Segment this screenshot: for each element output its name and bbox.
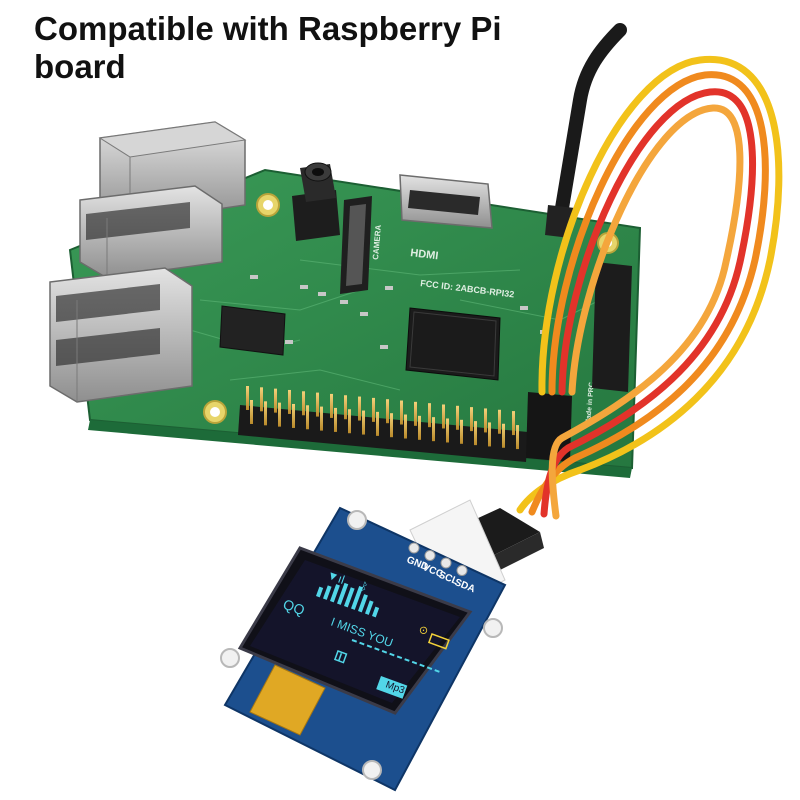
sd-card-slot bbox=[592, 262, 632, 392]
smsc-chip bbox=[219, 305, 286, 356]
gpio-pin bbox=[344, 395, 347, 420]
equalizer-bar bbox=[337, 582, 349, 605]
gpio-pin bbox=[278, 402, 281, 427]
gpio-pin bbox=[362, 410, 365, 435]
mp3-badge-box bbox=[376, 676, 408, 699]
equalizer-bar bbox=[344, 587, 355, 608]
equalizer-bar bbox=[351, 585, 363, 610]
gpio-pin bbox=[274, 388, 277, 413]
gpio-pin bbox=[320, 406, 323, 431]
hdmi-port: HDMI bbox=[399, 174, 493, 262]
oled-pin-pad bbox=[440, 557, 452, 569]
gpio-pin bbox=[316, 392, 319, 417]
battery-icon bbox=[427, 633, 450, 650]
gpio-pin bbox=[306, 405, 309, 430]
soc-chip bbox=[405, 307, 501, 381]
gpio-pin bbox=[302, 391, 305, 416]
gpio-pin bbox=[428, 403, 431, 428]
oled-screen-content: ▼ıl ᛒ QQ I MISS YOU ⊙ Mp3 bbox=[281, 568, 450, 699]
camera-label: CAMERA bbox=[371, 224, 383, 260]
gpio-base bbox=[238, 405, 528, 462]
equalizer-bar bbox=[323, 585, 332, 600]
gpio-pin bbox=[250, 400, 253, 424]
equalizer-bar bbox=[358, 594, 368, 613]
gpio-pin bbox=[358, 396, 361, 421]
gpio-pin bbox=[512, 411, 515, 436]
audio-jack bbox=[292, 162, 340, 241]
usb-port-upper bbox=[79, 185, 223, 279]
gpio-pin bbox=[386, 399, 389, 424]
gpio-pin bbox=[376, 411, 379, 436]
oled-pin-pad bbox=[408, 542, 420, 554]
gpio-pin bbox=[292, 403, 295, 428]
gpio-pin bbox=[400, 400, 403, 425]
oled-pin-pad bbox=[456, 565, 468, 576]
camera-connector: CAMERA bbox=[340, 196, 383, 294]
signal-icon: ▼ıl bbox=[325, 568, 347, 587]
gpio-pin bbox=[488, 422, 491, 447]
gpio-pin bbox=[470, 407, 473, 432]
jumper-wires bbox=[516, 55, 783, 520]
gpio-pin bbox=[334, 407, 337, 432]
gpio-pin bbox=[348, 409, 351, 434]
gpio-pin bbox=[456, 405, 459, 430]
gpio-pin bbox=[432, 417, 435, 442]
gpio-pin bbox=[474, 421, 477, 446]
flex-cable bbox=[249, 664, 326, 736]
gpio-pin bbox=[460, 419, 463, 444]
equalizer-bar bbox=[372, 606, 380, 618]
oled-screen bbox=[250, 560, 460, 703]
wire-orange bbox=[528, 71, 769, 516]
usb-port-lower bbox=[49, 267, 193, 403]
gpio-pin bbox=[264, 401, 267, 426]
gpio-pin bbox=[390, 413, 393, 438]
made-in-label: Made in PRC bbox=[585, 382, 596, 425]
gpio-pin bbox=[446, 418, 449, 443]
equalizer-bars bbox=[316, 582, 380, 618]
hdmi-label: HDMI bbox=[410, 247, 439, 262]
wire-yellow bbox=[516, 55, 783, 514]
gpio-pin bbox=[516, 425, 519, 450]
gpio-pin bbox=[502, 423, 505, 448]
wire-red bbox=[540, 88, 756, 518]
gpio-pin bbox=[484, 408, 487, 433]
gpio-header bbox=[238, 386, 528, 462]
page-title: Compatible with Raspberry Pi board bbox=[34, 10, 502, 85]
equalizer-bar bbox=[316, 586, 324, 598]
gpio-pin bbox=[372, 397, 375, 422]
bluetooth-icon: ᛒ bbox=[359, 581, 369, 595]
gpio-pin bbox=[418, 415, 421, 440]
gpio-pin bbox=[404, 414, 407, 439]
wire-light-orange bbox=[548, 104, 744, 520]
gpio-pin bbox=[246, 386, 249, 410]
gpio-pin bbox=[288, 389, 291, 414]
equalizer-bar bbox=[330, 584, 340, 603]
gpio-pin bbox=[442, 404, 445, 429]
gpio-pin bbox=[260, 387, 263, 412]
oled-pin-pads bbox=[408, 542, 468, 576]
equalizer-bar bbox=[365, 600, 374, 615]
alarm-icon: ⊙ bbox=[417, 624, 430, 638]
gpio-pin bbox=[330, 393, 333, 418]
gpio-pin bbox=[498, 409, 501, 434]
oled-pin-pad bbox=[424, 550, 436, 561]
pcb-edge bbox=[88, 420, 632, 478]
gpio-female-connector bbox=[526, 392, 572, 462]
qq-label: QQ bbox=[281, 596, 307, 619]
gpio-pin bbox=[414, 401, 417, 426]
